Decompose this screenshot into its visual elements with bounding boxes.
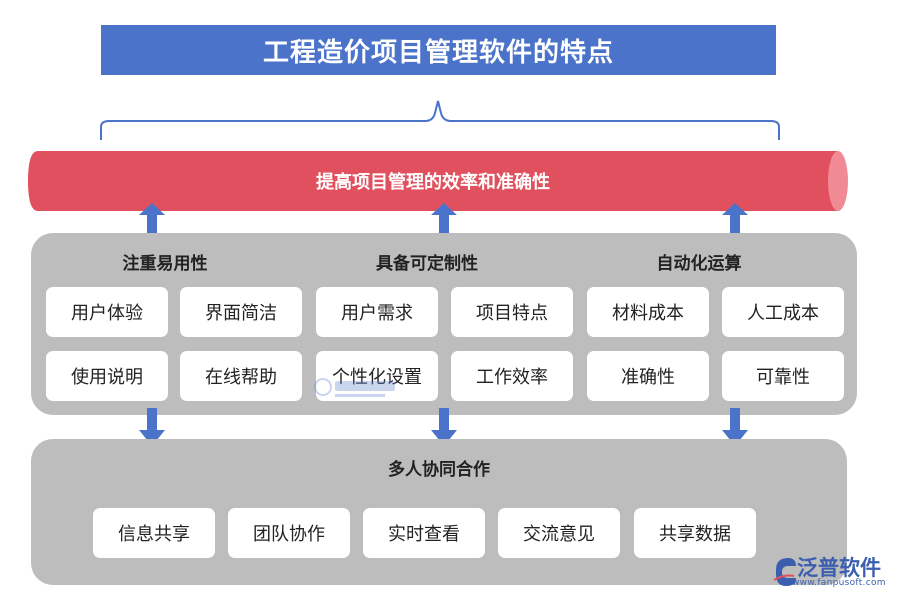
down-arrow-1 — [139, 408, 165, 446]
diagram-title: 工程造价项目管理软件的特点 — [101, 25, 776, 75]
collaboration-card: 信息共享 — [93, 508, 215, 558]
brace-connector — [100, 100, 780, 140]
collaboration-card: 共享数据 — [634, 508, 756, 558]
feature-card: 准确性 — [587, 351, 709, 401]
feature-card: 使用说明 — [46, 351, 168, 401]
feature-card: 工作效率 — [451, 351, 573, 401]
watermark-logo-icon — [314, 378, 395, 397]
fanpu-logo-icon — [773, 558, 796, 586]
feature-card: 可靠性 — [722, 351, 844, 401]
goal-label: 提高项目管理的效率和准确性 — [316, 172, 550, 193]
goal-cylinder — [28, 151, 848, 211]
collaboration-card: 交流意见 — [498, 508, 620, 558]
collaboration-card: 实时查看 — [363, 508, 485, 558]
feature-card: 用户需求 — [316, 287, 438, 337]
down-arrow-3 — [722, 408, 748, 446]
feature-card: 材料成本 — [587, 287, 709, 337]
feature-card: 用户体验 — [46, 287, 168, 337]
feature-card: 界面简洁 — [180, 287, 302, 337]
feature-card: 人工成本 — [722, 287, 844, 337]
down-arrow-2 — [431, 408, 457, 446]
column-heading-usability: 注重易用性 — [122, 254, 208, 274]
feature-card: 项目特点 — [451, 287, 573, 337]
features-panel — [31, 233, 857, 415]
collaboration-heading: 多人协同合作 — [388, 460, 490, 480]
logo-url: www.fanpusoft.com — [792, 578, 886, 588]
logo-name: 泛普软件 — [797, 556, 881, 580]
collaboration-card: 团队协作 — [228, 508, 350, 558]
column-heading-automation: 自动化运算 — [656, 254, 742, 274]
feature-card: 在线帮助 — [180, 351, 302, 401]
column-heading-customizable: 具备可定制性 — [376, 254, 478, 274]
feature-card: 个性化设置 — [316, 351, 438, 401]
